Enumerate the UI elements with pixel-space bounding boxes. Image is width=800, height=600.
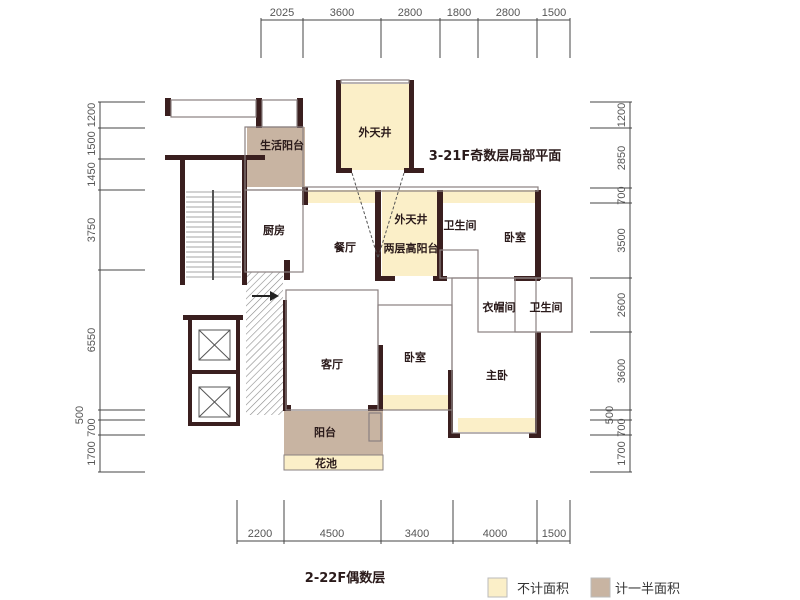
dim-label: 500: [604, 406, 616, 424]
dim-label: 1800: [447, 7, 471, 19]
balcony: [284, 411, 383, 455]
dim-label: 2600: [616, 293, 628, 317]
dim-label: 3500: [616, 228, 628, 252]
dim-label: 1700: [616, 441, 628, 465]
bottom-dimension-chain: 2200 4500 3400 4000 1500: [236, 500, 571, 544]
room-label-balcony: 阳台: [314, 425, 336, 439]
dim-label: 6550: [86, 328, 98, 352]
dim-label: 3750: [86, 218, 98, 242]
room-label-living: 客厅: [320, 357, 343, 371]
dim-label: 2800: [398, 7, 422, 19]
dim-label: 4000: [483, 528, 507, 540]
top-dimension-chain: 2025 3600 2800 1800 2800 1500: [260, 7, 571, 58]
bedroom-top-strip: [440, 190, 538, 203]
dining-window-strip: [305, 190, 378, 203]
dim-label: 1500: [542, 528, 566, 540]
dim-label: 700: [616, 418, 628, 436]
room-label-dining: 餐厅: [333, 240, 356, 254]
dim-label: 3400: [405, 528, 429, 540]
master-strip: [458, 418, 536, 432]
elevator-car: [198, 329, 231, 361]
elevator-car: [198, 386, 231, 418]
dim-label: 500: [74, 406, 86, 424]
dim-label: 2200: [248, 528, 272, 540]
dim-label: 1450: [86, 162, 98, 186]
even-floor-title: 2-22F偶数层: [305, 570, 385, 586]
dim-label: 700: [616, 186, 628, 204]
room-label-planter: 花池: [315, 456, 337, 470]
dim-label: 2850: [616, 146, 628, 170]
planter: [283, 454, 384, 471]
dim-label: 1700: [86, 441, 98, 465]
dim-label: 2800: [496, 7, 520, 19]
dim-label: 3600: [616, 359, 628, 383]
light-well-top: [339, 84, 411, 170]
room-label-bedroom-1: 卧室: [504, 230, 526, 244]
room-label-kitchen: 厨房: [263, 223, 285, 237]
dim-label: 2025: [270, 7, 294, 19]
legend-swatch-half-counted: [590, 577, 611, 598]
dim-label: 1500: [86, 131, 98, 155]
dim-label: 3600: [330, 7, 354, 19]
room-label-light-well-small: 外天井: [394, 212, 428, 226]
room-label-master-bedroom: 主卧: [486, 368, 508, 382]
legend-label: 不计面积: [517, 582, 569, 597]
legend-label: 计一半面积: [615, 582, 680, 597]
dim-label: 4500: [320, 528, 344, 540]
odd-floor-title: 3-21F奇数层局部平面: [429, 148, 561, 164]
room-label-walk-in-closet: 衣帽间: [483, 300, 516, 314]
room-label-bathroom-1: 卫生间: [444, 218, 477, 232]
light-well-small: [382, 190, 438, 276]
room-label-bathroom-2: 卫生间: [530, 300, 563, 314]
dim-label: 1200: [616, 103, 628, 127]
bedroom-mid-strip: [382, 395, 452, 410]
entrance-arrow-icon: [252, 291, 279, 301]
room-label-bedroom-2: 卧室: [404, 350, 426, 364]
thin-walls: [170, 79, 573, 442]
room-label-light-well-top: 外天井: [358, 125, 392, 139]
legend-swatch-not-counted: [487, 577, 508, 598]
legend: 不计面积 计一半面积: [487, 577, 680, 598]
dim-label: 1200: [86, 103, 98, 127]
dim-label: 700: [86, 418, 98, 436]
room-label-double-height-balcony: 两层高阳台: [384, 241, 439, 255]
room-label-utility-balcony: 生活阳台: [260, 138, 304, 152]
dim-label: 1500: [542, 7, 566, 19]
hatched-corridor: [246, 272, 283, 415]
